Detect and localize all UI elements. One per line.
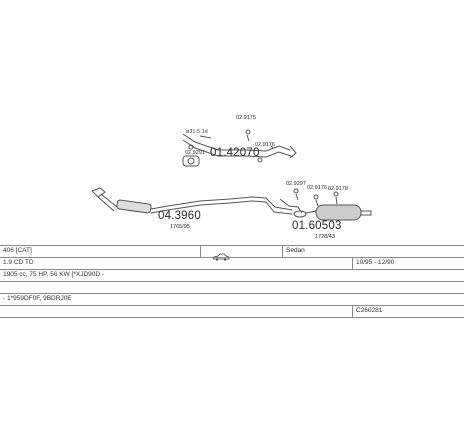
- body-type-cell: Sedan: [286, 247, 305, 254]
- engine-cell: 1.9 CD TD: [3, 259, 34, 266]
- model-cell: 406 [CAT]: [3, 247, 32, 254]
- table-row: 406 [CAT] Sedan: [0, 245, 464, 261]
- table-row: C260281: [0, 305, 464, 318]
- part-length-front: 1765/95: [170, 224, 190, 230]
- part-ref-rear-c: 02.9178: [328, 186, 348, 192]
- sedan-car-icon: [212, 248, 230, 266]
- part-length-rear: 1728/43: [315, 234, 335, 240]
- years-cell: 10/95 - 12/90: [356, 259, 395, 266]
- part-ref-rear-b: 02.9176: [307, 185, 327, 191]
- table-bottom-line: [0, 317, 464, 330]
- engine-codes-cell: - 1*959DF0F, 9BDRJ0E: [3, 295, 72, 302]
- part-ref-upper-left: 02.9175: [236, 115, 256, 121]
- rear-silencer-assembly: [279, 188, 372, 221]
- part-ref-upper-bracket: 02.9176: [255, 142, 275, 148]
- exhaust-drawing: [91, 129, 372, 221]
- table-row: [0, 281, 464, 294]
- part-ref-clamp: 02.9291: [185, 150, 205, 156]
- table-row: 1905 cc, 75 HP, 56 KW [*XJD90D -: [0, 269, 464, 282]
- column-divider: [352, 257, 353, 269]
- upper-pipe-assembly: [182, 129, 297, 167]
- column-divider: [200, 245, 201, 257]
- part-ref-rear-a: 02.9297: [286, 181, 306, 187]
- table-row: - 1*959DF0F, 9BDRJ0E: [0, 293, 464, 306]
- part-number-rear: 01.60503: [292, 220, 342, 232]
- part-number-upper: 01.42070: [210, 147, 260, 159]
- spec-cell: 1905 cc, 75 HP, 56 KW [*XJD90D -: [3, 271, 105, 278]
- column-divider: [352, 305, 353, 317]
- pipe-diameter-label: ø31.5 1d: [186, 129, 208, 135]
- part-number-front: 04.3960: [158, 210, 201, 222]
- table-row: 1.9 CD TD 10/95 - 12/90: [0, 257, 464, 270]
- column-divider: [282, 245, 283, 257]
- front-pipe-assembly: [91, 187, 293, 215]
- catalogue-number-cell: C260281: [356, 307, 383, 314]
